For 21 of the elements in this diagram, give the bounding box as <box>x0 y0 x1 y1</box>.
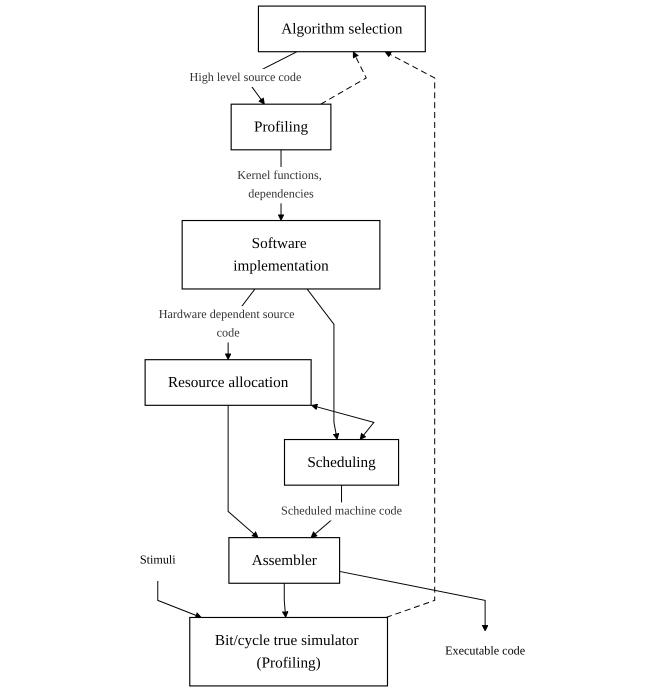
node-box: Profiling <box>230 104 332 150</box>
arrow <box>384 51 436 618</box>
arrow <box>228 404 258 538</box>
edge-label: Kernel functions, dependencies <box>237 169 322 200</box>
node-box: Assembler <box>228 537 340 584</box>
arrow <box>339 570 488 632</box>
arrow <box>306 288 340 440</box>
node-text: Stimuli <box>140 554 176 567</box>
edge-label: Hardware dependent source code <box>158 308 294 340</box>
node-box: Algorithm selection <box>258 6 426 52</box>
node-box: Software implementation <box>182 220 380 290</box>
arrow <box>311 404 375 440</box>
node-text: Executable code <box>445 644 526 658</box>
node-box: Bit/cycle true simulator (Profiling) <box>189 616 388 686</box>
edge-label: Scheduled machine code <box>281 504 402 518</box>
edge-label: High level source code <box>190 71 302 84</box>
arrow <box>157 580 202 618</box>
node-box: Scheduling <box>284 438 400 486</box>
arrow <box>320 51 367 105</box>
arrow <box>282 582 289 618</box>
node-box: Resource allocation <box>144 359 312 406</box>
